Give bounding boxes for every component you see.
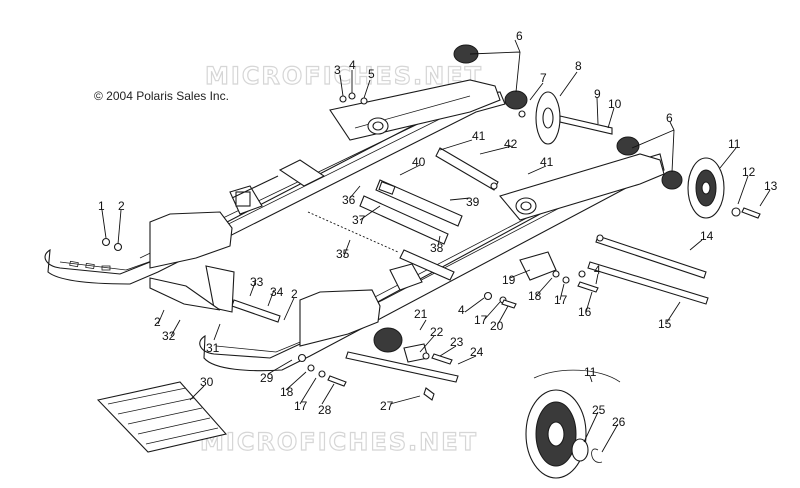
callout-26: 26: [612, 415, 626, 429]
watermark-bottom: MICROFICHES.NET: [200, 428, 478, 456]
idler-wheel-detail: [525, 369, 621, 479]
callout-40: 40: [412, 155, 426, 169]
hardware: [101, 92, 761, 401]
callout-18a: 18: [528, 289, 542, 303]
callout-41b: 41: [540, 155, 554, 169]
callout-31: 31: [206, 341, 220, 355]
copyright-notice: © 2004 Polaris Sales Inc.: [94, 89, 229, 103]
cross-shafts: [231, 147, 709, 383]
callout-21: 21: [414, 307, 428, 321]
watermark-top: MICROFICHES.NET: [205, 62, 483, 90]
callout-23: 23: [450, 335, 464, 349]
callout-11b: 11: [584, 365, 597, 379]
callout-13: 13: [764, 179, 778, 193]
skid-plate: [96, 381, 228, 453]
callout-17b: 17: [474, 313, 488, 327]
callout-27: 27: [380, 399, 394, 413]
callout-5: 5: [368, 67, 375, 81]
rail-lower: [199, 153, 665, 372]
callout-16: 16: [578, 305, 592, 319]
callout-6b: 6: [666, 111, 673, 125]
callout-10: 10: [608, 97, 622, 111]
callout-3: 3: [334, 63, 341, 77]
callout-18b: 18: [280, 385, 294, 399]
callout-41a: 41: [472, 129, 486, 143]
callout-33: 33: [250, 275, 264, 289]
callout-35: 35: [336, 247, 350, 261]
callout-4c: 4: [458, 303, 465, 317]
callout-39: 39: [466, 195, 480, 209]
callout-30: 30: [200, 375, 214, 389]
callout-17c: 17: [294, 399, 308, 413]
callout-38: 38: [430, 241, 444, 255]
idler-wheel-right: [687, 157, 725, 219]
callout-7: 7: [540, 71, 547, 85]
callout-28: 28: [318, 403, 332, 417]
callout-34: 34: [270, 285, 284, 299]
idler-wheel-upper: [535, 91, 613, 145]
callout-4b: 4: [594, 263, 601, 277]
callout-29: 29: [260, 371, 274, 385]
callout-4a: 4: [349, 58, 356, 72]
callout-25: 25: [592, 403, 606, 417]
callout-15: 15: [658, 317, 672, 331]
callout-9: 9: [594, 87, 601, 101]
callout-2a: 2: [118, 199, 125, 213]
callout-14: 14: [700, 229, 714, 243]
callout-8: 8: [575, 59, 582, 73]
callout-24: 24: [470, 345, 484, 359]
callout-20: 20: [490, 319, 504, 333]
leader-lines: [101, 39, 771, 453]
callout-37: 37: [352, 213, 366, 227]
callout-6a: 6: [516, 29, 523, 43]
callout-1: 1: [98, 199, 105, 213]
callouts: 6 3 4 5 7 8 9 10 41 42 40 41 6 11 12 13 …: [98, 29, 778, 429]
callout-2c: 2: [154, 315, 161, 329]
callout-17a: 17: [554, 293, 568, 307]
callout-22: 22: [430, 325, 444, 339]
callout-12: 12: [742, 165, 756, 179]
callout-11a: 11: [728, 137, 741, 151]
callout-2b: 2: [291, 287, 298, 301]
callout-42: 42: [504, 137, 518, 151]
callout-32: 32: [162, 329, 176, 343]
callout-19: 19: [502, 273, 516, 287]
callout-36: 36: [342, 193, 356, 207]
